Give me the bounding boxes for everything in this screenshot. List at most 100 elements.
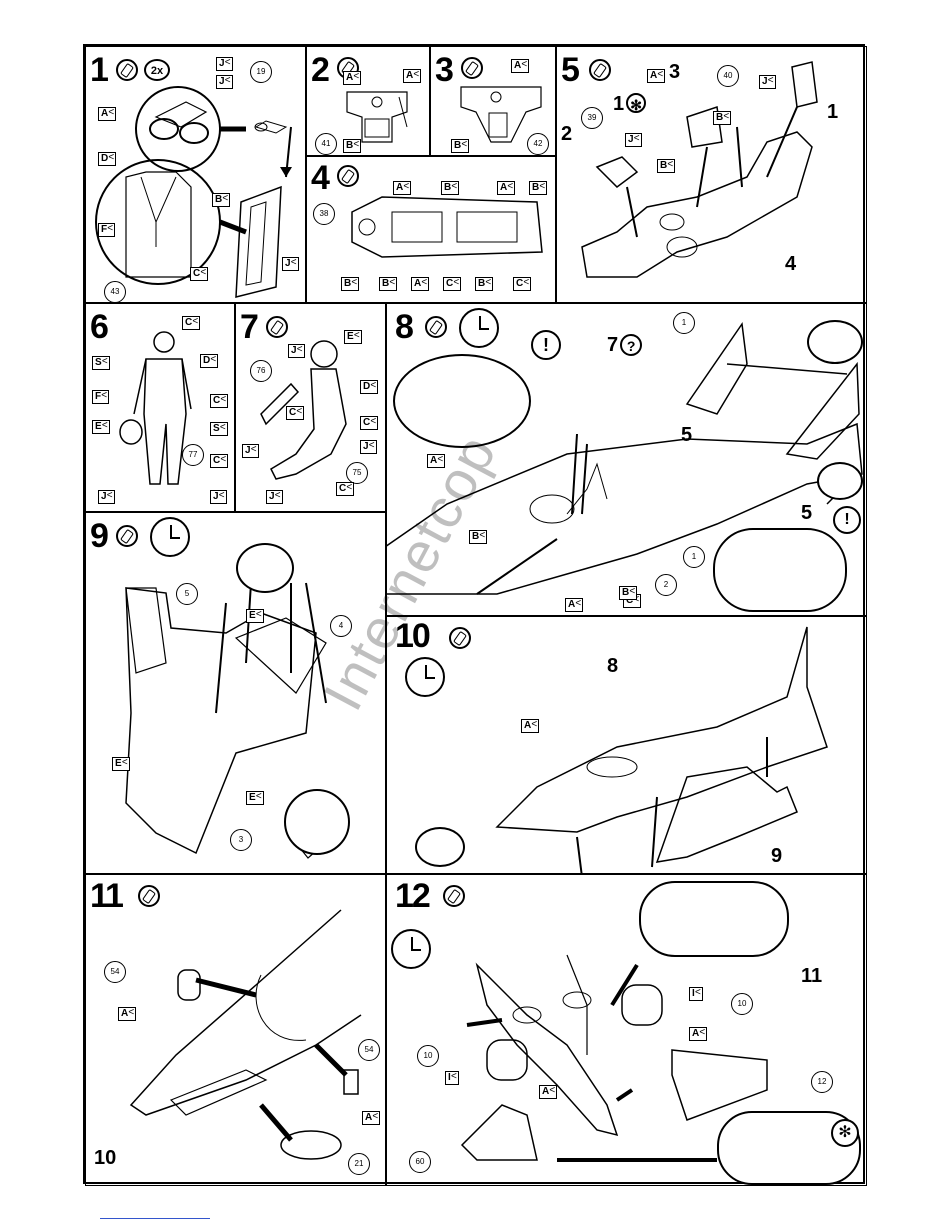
part-tag-a: A bbox=[411, 277, 429, 291]
part-number: 10 bbox=[731, 993, 753, 1015]
step-6-drawing bbox=[86, 304, 235, 512]
part-tag-a: A bbox=[689, 1027, 707, 1041]
tag-letter: A bbox=[346, 72, 353, 83]
tag-letter: E bbox=[249, 792, 256, 803]
warning-symbol: ! bbox=[543, 335, 549, 355]
part-tag-f: F bbox=[92, 390, 109, 404]
tag-letter: B bbox=[478, 278, 485, 289]
part-tag-c: C bbox=[210, 394, 228, 408]
tag-letter: F bbox=[95, 391, 101, 402]
part-number: 1 bbox=[683, 546, 705, 568]
part-tag-j: J bbox=[288, 344, 305, 358]
callout-number: 1 bbox=[613, 93, 624, 115]
part-tag-b: B bbox=[441, 181, 459, 195]
part-tag-d: D bbox=[360, 380, 378, 394]
tag-letter: C bbox=[213, 395, 220, 406]
tag-letter: A bbox=[414, 278, 421, 289]
tag-letter: A bbox=[542, 1086, 549, 1097]
part-number: 77 bbox=[182, 444, 204, 466]
tag-letter: A bbox=[514, 60, 521, 71]
tag-letter: C bbox=[363, 417, 370, 428]
part-number: 12 bbox=[811, 1071, 833, 1093]
part-number: 54 bbox=[104, 961, 126, 983]
part-tag-b: B bbox=[619, 586, 637, 600]
tag-letter: B bbox=[622, 587, 629, 598]
part-number: 2 bbox=[655, 574, 677, 596]
part-tag-b: B bbox=[341, 277, 359, 291]
tag-letter: J bbox=[291, 345, 297, 356]
part-tag-s: S bbox=[210, 422, 228, 436]
part-tag-j: J bbox=[242, 444, 259, 458]
part-tag-a: A bbox=[98, 107, 116, 121]
glue-detail-bubble bbox=[817, 462, 863, 500]
part-number: 60 bbox=[409, 1151, 431, 1173]
part-tag-e: E bbox=[344, 330, 362, 344]
part-tag-j: J bbox=[625, 133, 642, 147]
part-tag-j: J bbox=[210, 490, 227, 504]
part-number: 41 bbox=[315, 133, 337, 155]
part-tag-b: B bbox=[475, 277, 493, 291]
step-1-drawing bbox=[86, 47, 306, 303]
tag-letter: C bbox=[516, 278, 523, 289]
part-tag-c: C bbox=[443, 277, 461, 291]
question-icon: ? bbox=[620, 334, 642, 356]
part-number: 54 bbox=[358, 1039, 380, 1061]
tag-letter: F bbox=[101, 224, 107, 235]
callout-number: 1 bbox=[827, 101, 838, 124]
part-tag-j: J bbox=[759, 75, 776, 89]
part-tag-a: A bbox=[539, 1085, 557, 1099]
part-tag-e: E bbox=[246, 609, 264, 623]
tag-letter: B bbox=[716, 112, 723, 123]
tag-letter: S bbox=[95, 357, 102, 368]
tag-letter: B bbox=[382, 278, 389, 289]
part-tag-b: B bbox=[451, 139, 469, 153]
part-tag-c: C bbox=[336, 482, 354, 496]
panel-step-5: 5 A 3 40 J 1 1✻ 39 B 2 J B 4 bbox=[556, 46, 867, 303]
warning-icon: ! bbox=[531, 330, 561, 360]
star-icon: ✻ bbox=[831, 1119, 859, 1147]
panel-step-1: 1 2x J J A D 19 B F C J 43 bbox=[85, 46, 306, 303]
part-tag-j: J bbox=[360, 440, 377, 454]
part-number: 5 bbox=[176, 583, 198, 605]
callout-7-question: 7? bbox=[607, 334, 642, 357]
instruction-sheet: 1 2x J J A D 19 B F C J 43 bbox=[83, 44, 865, 1184]
tag-letter: J bbox=[285, 258, 291, 269]
panel-step-10: 10 8 A 9 bbox=[386, 616, 867, 874]
callout-number: 3 bbox=[669, 61, 680, 84]
part-number: 38 bbox=[313, 203, 335, 225]
tag-letter: B bbox=[660, 160, 667, 171]
tag-letter: A bbox=[650, 70, 657, 81]
callout-number: 4 bbox=[785, 253, 796, 276]
part-tag-b: B bbox=[379, 277, 397, 291]
part-number: 40 bbox=[717, 65, 739, 87]
tag-letter: B bbox=[344, 278, 351, 289]
tag-letter: D bbox=[101, 153, 108, 164]
part-tag-f: F bbox=[98, 223, 115, 237]
part-tag-b: B bbox=[212, 193, 230, 207]
part-tag-s: S bbox=[92, 356, 110, 370]
part-tag-a: A bbox=[647, 69, 665, 83]
panel-step-4: 4 A B A B 38 B B A C B C bbox=[306, 156, 556, 303]
part-tag-b: B bbox=[657, 159, 675, 173]
part-tag-c: C bbox=[360, 416, 378, 430]
part-number: 43 bbox=[104, 281, 126, 303]
glue-detail-bubble bbox=[415, 827, 465, 867]
warning-icon: ! bbox=[833, 506, 861, 534]
panel-step-2: 2 A A 41 B bbox=[306, 46, 430, 156]
tag-letter: I bbox=[448, 1072, 451, 1083]
detail-bubble bbox=[639, 881, 789, 957]
tag-letter: A bbox=[568, 599, 575, 610]
part-tag-a: A bbox=[362, 1111, 380, 1125]
panel-step-7: 7 E J 76 D C C J J 75 C J bbox=[235, 303, 386, 512]
callout-number: 9 bbox=[771, 845, 782, 868]
callout-number: 5 bbox=[681, 424, 692, 447]
tag-letter: J bbox=[269, 491, 275, 502]
part-tag-b: B bbox=[469, 530, 487, 544]
tag-letter: A bbox=[500, 182, 507, 193]
tag-letter: A bbox=[101, 108, 108, 119]
tag-letter: A bbox=[121, 1008, 128, 1019]
tag-letter: A bbox=[396, 182, 403, 193]
tag-letter: B bbox=[444, 182, 451, 193]
part-tag-a: A bbox=[403, 69, 421, 83]
tag-letter: J bbox=[628, 134, 634, 145]
